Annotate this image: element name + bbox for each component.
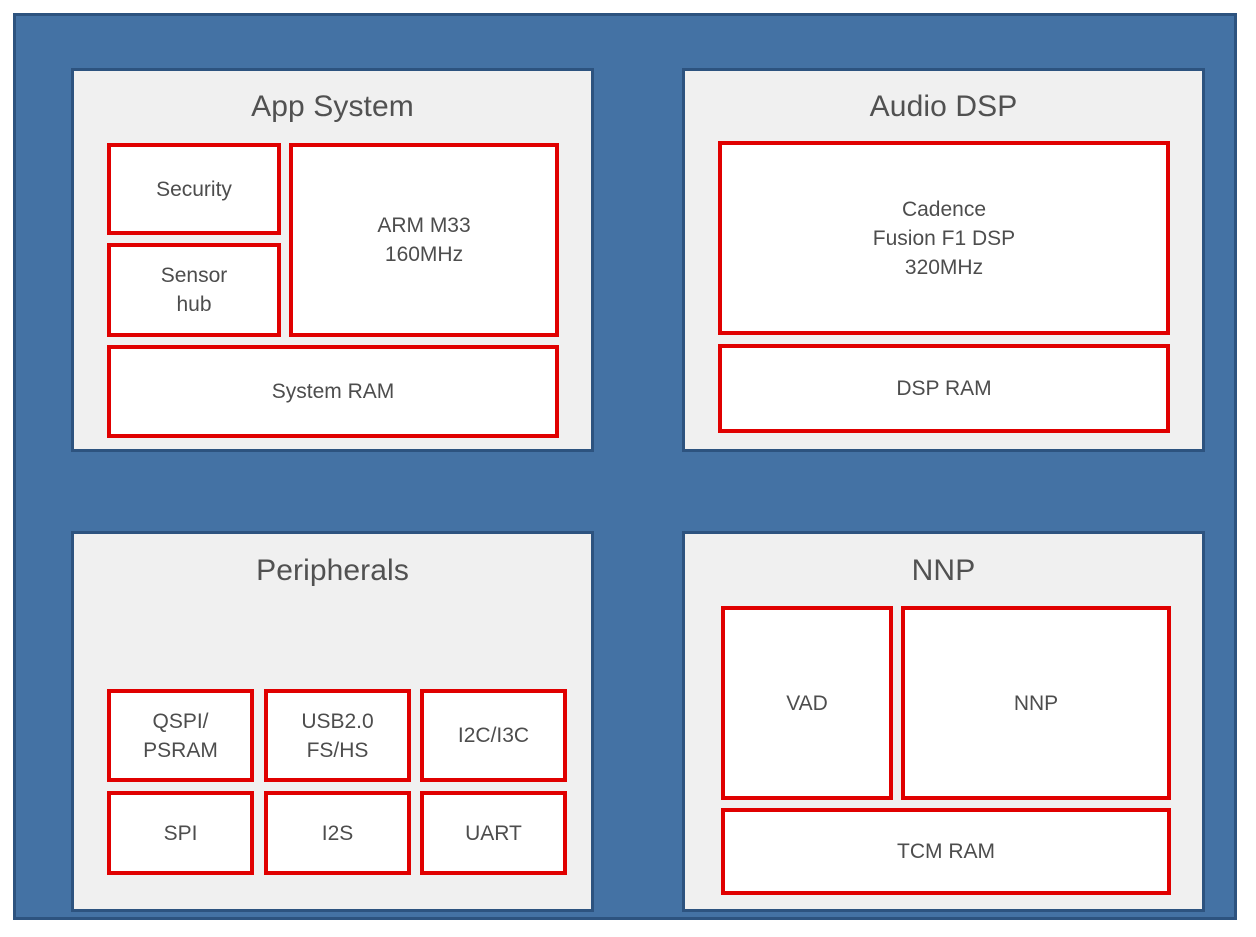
block-label-system-ram: System RAM <box>271 380 395 403</box>
block-label-tcm-ram: TCM RAM <box>897 840 995 863</box>
panel-audio-dsp: Audio DSP Cadence Fusion F1 DSP 320MHz D… <box>682 68 1205 452</box>
panel-title-peripherals: Peripherals <box>256 554 409 587</box>
panel-app-system: App System Security Sensor hub ARM M33 1… <box>71 68 594 452</box>
block-label-dsp-ram: DSP RAM <box>896 377 992 400</box>
block-label-nnp-core: NNP <box>1013 691 1059 715</box>
panel-title-nnp: NNP <box>911 554 976 587</box>
chip-outer-frame: App System Security Sensor hub ARM M33 1… <box>13 13 1237 920</box>
block-label-vad: VAD <box>786 691 828 715</box>
block-label-security: Security <box>156 177 232 201</box>
block-label-spi: SPI <box>163 821 198 845</box>
block-label-cadence-fusion-f1-dsp: Cadence Fusion F1 DSP 320MHz <box>872 197 1016 279</box>
block-arm-m33: ARM M33 160MHz <box>289 143 559 337</box>
block-dsp-ram: DSP RAM <box>718 344 1170 433</box>
block-label-usb2: USB2.0 FS/HS <box>301 709 374 762</box>
block-sensor-hub: Sensor hub <box>107 243 281 337</box>
block-usb2: USB2.0 FS/HS <box>264 689 411 782</box>
panel-title-app-system: App System <box>251 90 414 123</box>
block-vad: VAD <box>721 606 893 800</box>
panel-title-audio-dsp: Audio DSP <box>869 90 1018 123</box>
panel-peripherals: Peripherals QSPI/ PSRAM USB2.0 FS/HS I2C… <box>71 531 594 912</box>
block-label-arm-m33: ARM M33 160MHz <box>377 214 471 266</box>
block-security: Security <box>107 143 281 235</box>
block-label-qspi-psram: QSPI/ PSRAM <box>143 709 218 762</box>
block-uart: UART <box>420 791 567 875</box>
block-tcm-ram: TCM RAM <box>721 808 1171 895</box>
block-label-i2s: I2S <box>321 821 354 845</box>
block-label-i2c-i3c: I2C/I3C <box>457 724 530 747</box>
block-spi: SPI <box>107 791 254 875</box>
block-i2s: I2S <box>264 791 411 875</box>
block-qspi-psram: QSPI/ PSRAM <box>107 689 254 782</box>
block-i2c-i3c: I2C/I3C <box>420 689 567 782</box>
block-label-sensor-hub: Sensor hub <box>160 264 228 316</box>
block-nnp-core: NNP <box>901 606 1171 800</box>
block-label-uart: UART <box>465 821 522 845</box>
block-cadence-fusion-f1-dsp: Cadence Fusion F1 DSP 320MHz <box>718 141 1170 335</box>
panel-nnp: NNP VAD NNP TCM RAM <box>682 531 1205 912</box>
block-system-ram: System RAM <box>107 345 559 438</box>
